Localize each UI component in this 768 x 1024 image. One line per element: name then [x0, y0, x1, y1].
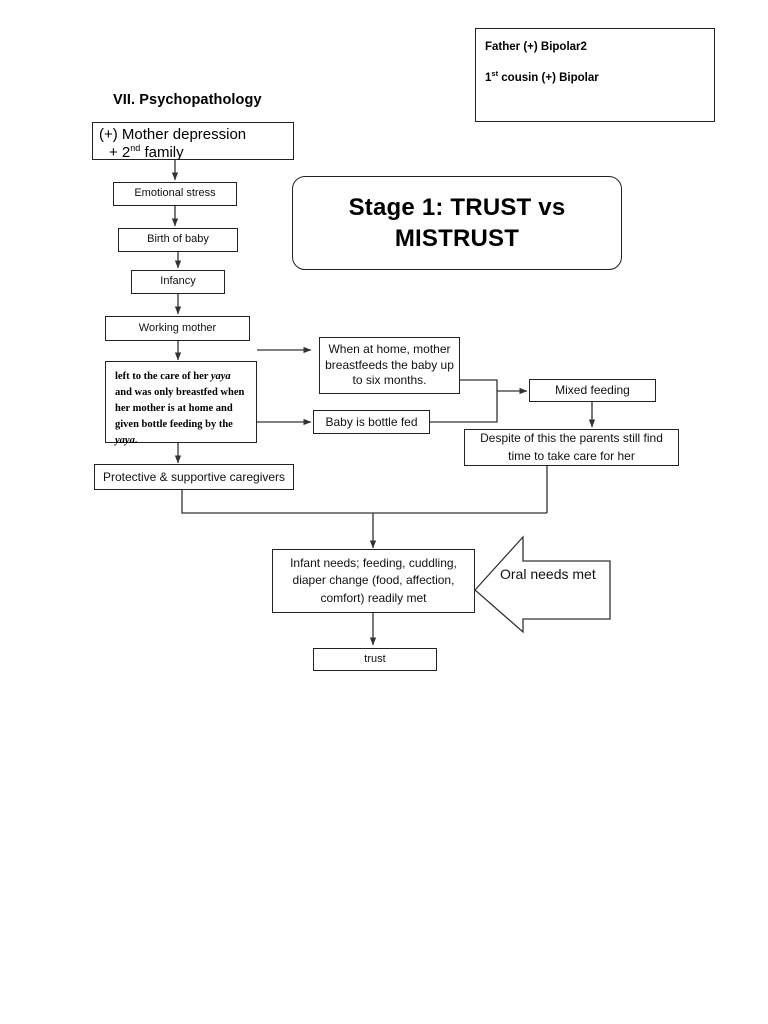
node-mother-depression: (+) Mother depression + 2nd family [92, 122, 294, 160]
yaya-text-part-2: and was only breastfed when her mother i… [115, 386, 245, 430]
node-despite-parents: Despite of this the parents still find t… [464, 429, 679, 466]
node-infancy: Infancy [131, 270, 225, 294]
family-history-line-1: Father (+) Bipolar2 [485, 41, 587, 53]
yaya-text-part-1: left to the care of her [115, 371, 211, 382]
oral-needs-block-arrow [474, 535, 611, 634]
node-working-mother: Working mother [105, 316, 250, 341]
family-history-line-2: 1st cousin (+) Bipolar [485, 69, 714, 85]
oral-needs-met-label: Oral needs met [500, 566, 596, 582]
stage-callout-line-1: Stage 1: TRUST vs [348, 193, 566, 221]
stage-callout-box: Stage 1: TRUST vs MISTRUST [292, 176, 622, 270]
node-birth-of-baby: Birth of baby [118, 228, 238, 252]
node-infancy-label: Infancy [160, 275, 196, 288]
stage-callout-line-2: MISTRUST [394, 225, 520, 252]
node-birth-of-baby-label: Birth of baby [147, 233, 209, 246]
node-mother-depression-l2-sup: nd [130, 143, 141, 154]
node-baby-bottle-fed: Baby is bottle fed [313, 410, 430, 434]
family-history-ordinal-suffix: st [491, 68, 499, 78]
node-mother-depression-l2-post: family [140, 144, 184, 160]
node-yaya-care-narrative: left to the care of her yaya and was onl… [105, 361, 257, 446]
family-history-line-2-rest: cousin (+) Bipolar [498, 71, 599, 84]
node-trust: trust [313, 648, 437, 671]
family-history-box: Father (+) Bipolar2 1st cousin (+) Bipol… [475, 28, 715, 122]
node-emotional-stress-label: Emotional stress [134, 187, 216, 200]
yaya-text-part-3: . [134, 434, 138, 446]
stage-callout-text: Stage 1: TRUST vs MISTRUST [349, 192, 566, 254]
node-protective-caregivers-label: Protective & supportive caregivers [102, 469, 286, 484]
node-infant-needs-label: Infant needs; feeding, cuddling, diaper … [290, 555, 457, 605]
yaya-text-italic-1: yaya [210, 371, 231, 382]
node-mother-depression-l2-pre: + 2 [109, 144, 131, 160]
node-mixed-feeding: Mixed feeding [529, 379, 656, 402]
node-trust-label: trust [364, 652, 386, 665]
family-history-ordinal-number: 1 [485, 71, 492, 84]
connector-protective-to-rail [181, 490, 547, 514]
node-emotional-stress: Emotional stress [113, 182, 237, 206]
page-title: VII. Psychopathology [113, 92, 262, 108]
node-despite-parents-label: Despite of this the parents still find t… [480, 431, 663, 463]
yaya-text-italic-2: yaya [115, 434, 135, 446]
node-baby-bottle-fed-label: Baby is bottle fed [325, 414, 418, 429]
connector-home-to-rail [460, 379, 498, 391]
node-when-at-home-label: When at home, mother breastfeeds the bab… [325, 342, 454, 388]
node-infant-needs: Infant needs; feeding, cuddling, diaper … [272, 549, 475, 613]
node-mother-depression-line-2: + 2nd family [99, 143, 293, 160]
node-when-at-home: When at home, mother breastfeeds the bab… [319, 337, 460, 394]
node-mother-depression-line-1: (+) Mother depression [99, 126, 247, 143]
connector-bottle-to-rail [430, 391, 498, 423]
node-protective-caregivers: Protective & supportive caregivers [94, 464, 294, 490]
node-working-mother-label: Working mother [138, 321, 217, 334]
node-mixed-feeding-label: Mixed feeding [555, 383, 630, 398]
